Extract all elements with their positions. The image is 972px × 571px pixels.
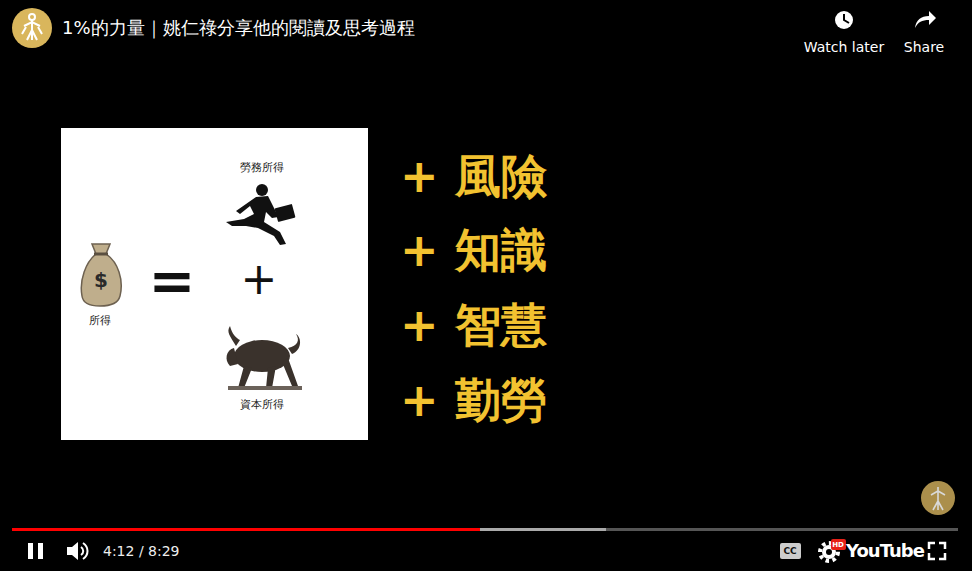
factor-item: + 智慧 [400, 299, 547, 352]
income-label: 所得 [89, 315, 111, 328]
factor-item: + 勤勞 [400, 374, 547, 427]
slide-panel [61, 128, 368, 440]
money-bag [81, 244, 121, 306]
buffered-bar [12, 528, 606, 531]
captions-text: CC [783, 546, 796, 556]
dollar-sign: $ [94, 269, 108, 292]
factor-item: + 風險 [400, 150, 547, 203]
factor-item: + 知識 [400, 224, 547, 277]
pause-icon [28, 543, 43, 559]
video-title: 1%的力量｜姚仁祿分享他的閱讀及思考過程 [62, 18, 415, 39]
youtube-logo: YouTube [846, 541, 924, 562]
button-label: Share [904, 39, 944, 55]
share-icon [915, 11, 936, 28]
fullscreen-icon [929, 543, 945, 559]
income-label: 勞務所得 [240, 162, 284, 175]
income-label: 資本所得 [240, 399, 284, 412]
channel-watermark [921, 481, 955, 515]
hd-badge [831, 539, 846, 550]
hd-text: HD [832, 541, 844, 549]
played-bar [12, 528, 480, 531]
captions-button [780, 543, 801, 559]
plus-sign: + [241, 254, 278, 305]
equals-sign: = [149, 249, 196, 313]
progress-track [12, 528, 958, 531]
running-businessman [226, 184, 296, 245]
time-display: 4:12 / 8:29 [103, 543, 180, 559]
clock-icon [835, 11, 853, 29]
volume-icon [67, 542, 88, 560]
button-label: Watch later [804, 39, 884, 55]
bull-statue [227, 326, 302, 390]
channel-logo [12, 8, 52, 48]
logo-figure [22, 14, 42, 40]
